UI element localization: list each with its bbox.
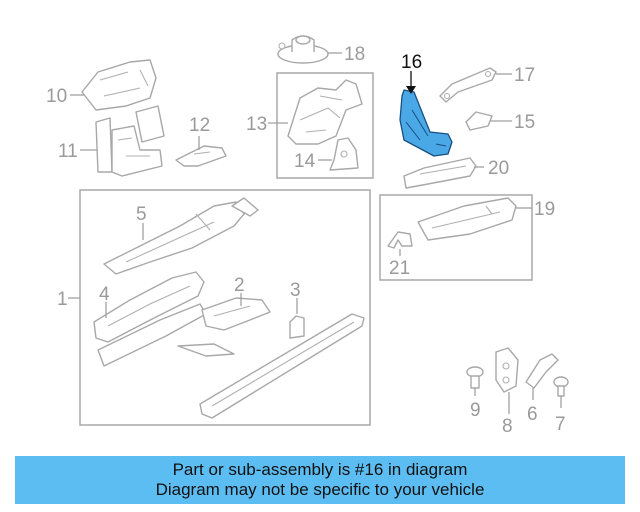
group-box-13: [276, 72, 374, 179]
callout-14: 14: [294, 151, 316, 172]
parts-diagram: 10 11 12 18 13 14 16: [46, 35, 569, 437]
callout-7: 7: [555, 414, 566, 435]
callout-1: 1: [57, 289, 68, 310]
callout-18: 18: [344, 44, 365, 65]
callout-4: 4: [99, 284, 110, 305]
part-8[interactable]: [495, 347, 519, 393]
part-17[interactable]: [439, 67, 497, 103]
callout-19: 19: [534, 199, 555, 220]
callout-6: 6: [527, 404, 538, 425]
callout-20: 20: [488, 158, 509, 179]
part-4[interactable]: [93, 271, 207, 367]
callout-11: 11: [58, 141, 78, 162]
callout-12: 12: [189, 115, 210, 136]
part-5[interactable]: [103, 197, 259, 275]
callout-3: 3: [290, 280, 301, 301]
part-3[interactable]: [289, 315, 305, 339]
callout-17: 17: [514, 65, 535, 86]
callout-13: 13: [246, 114, 267, 135]
part-14[interactable]: [329, 137, 359, 171]
part-10[interactable]: [81, 59, 157, 111]
callout-10: 10: [46, 86, 67, 107]
part-7[interactable]: [553, 376, 569, 397]
callout-2: 2: [234, 275, 245, 296]
part-18[interactable]: [277, 35, 329, 64]
part-11[interactable]: [95, 105, 165, 177]
part-6[interactable]: [525, 353, 559, 389]
callout-8: 8: [502, 416, 513, 437]
part-19[interactable]: [417, 197, 517, 241]
part-9[interactable]: [466, 366, 484, 389]
part-20[interactable]: [403, 157, 477, 189]
part-21[interactable]: [387, 231, 413, 249]
callout-9: 9: [470, 400, 481, 421]
group-box-19: [379, 194, 533, 281]
part-15[interactable]: [465, 111, 493, 131]
leader-16-arrow: [406, 86, 416, 94]
banner-line-1: Part or sub-assembly is #16 in diagram: [172, 460, 468, 479]
part-1[interactable]: [199, 313, 365, 419]
part-13[interactable]: [287, 79, 363, 145]
callout-21: 21: [389, 258, 410, 279]
callout-16: 16: [401, 52, 422, 73]
banner-line-2: Diagram may not be specific to your vehi…: [155, 480, 485, 499]
part-info-banner: Part or sub-assembly is #16 in diagram D…: [15, 456, 625, 504]
callout-5: 5: [136, 204, 147, 225]
callout-15: 15: [514, 112, 535, 133]
group-box-1: [79, 189, 371, 426]
part-2[interactable]: [177, 297, 271, 357]
part-12[interactable]: [175, 145, 227, 167]
